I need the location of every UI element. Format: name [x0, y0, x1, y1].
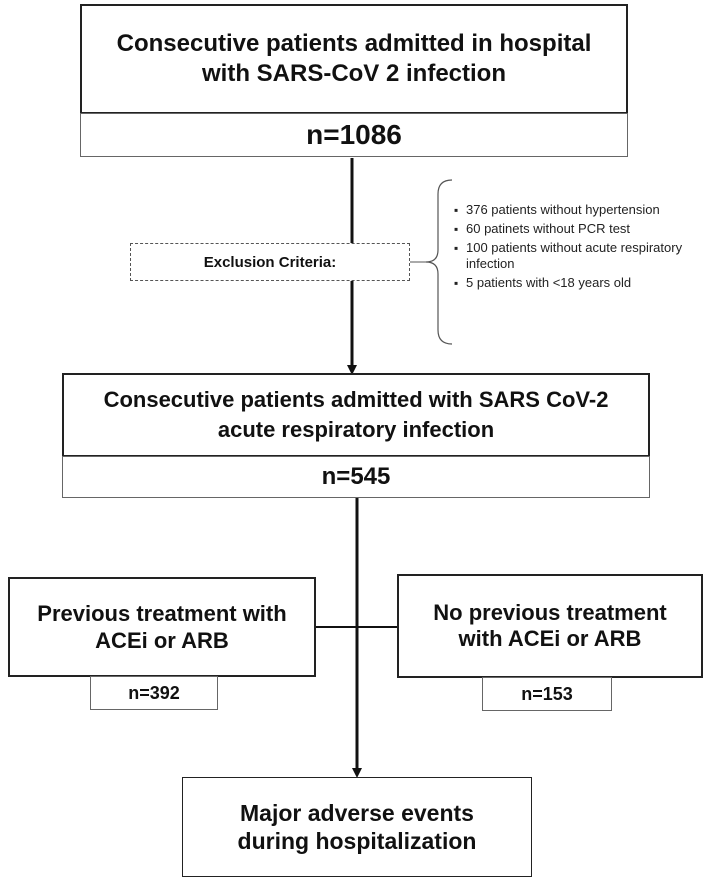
outcome-title: Major adverse events during hospitalizat… — [237, 800, 477, 854]
exclusion-list: 376 patients without hypertension 60 pat… — [454, 202, 704, 294]
respiratory-count: n=545 — [321, 463, 391, 490]
exclusion-item: 60 patinets without PCR test — [454, 221, 704, 237]
admitted-count-box: n=1086 — [80, 113, 628, 157]
admitted-count: n=1086 — [306, 119, 402, 150]
no-acei-title: No previous treatment with ACEi or ARB — [433, 600, 667, 651]
exclusion-item: 5 patients with <18 years old — [454, 275, 704, 291]
exclusion-box: Exclusion Criteria: — [130, 243, 410, 281]
acei-box: Previous treatment with ACEi or ARB — [8, 577, 316, 677]
respiratory-title: Consecutive patients admitted with SARS … — [103, 387, 609, 442]
exclusion-item: 100 patients without acute respiratory i… — [454, 240, 704, 272]
acei-count: n=392 — [128, 682, 180, 703]
exclusion-item: 376 patients without hypertension — [454, 202, 704, 218]
no-acei-box: No previous treatment with ACEi or ARB — [397, 574, 703, 678]
acei-title: Previous treatment with ACEi or ARB — [37, 601, 287, 653]
respiratory-box: Consecutive patients admitted with SARS … — [62, 373, 650, 457]
acei-count-box: n=392 — [90, 676, 218, 710]
exclusion-label: Exclusion Criteria: — [203, 253, 337, 271]
no-acei-count: n=153 — [521, 683, 573, 704]
exclusion-brace — [425, 179, 453, 345]
no-acei-count-box: n=153 — [482, 677, 612, 711]
admitted-title: Consecutive patients admitted in hospita… — [116, 30, 592, 87]
outcome-box: Major adverse events during hospitalizat… — [182, 777, 532, 877]
respiratory-count-box: n=545 — [62, 456, 650, 498]
admitted-box: Consecutive patients admitted in hospita… — [80, 4, 628, 114]
